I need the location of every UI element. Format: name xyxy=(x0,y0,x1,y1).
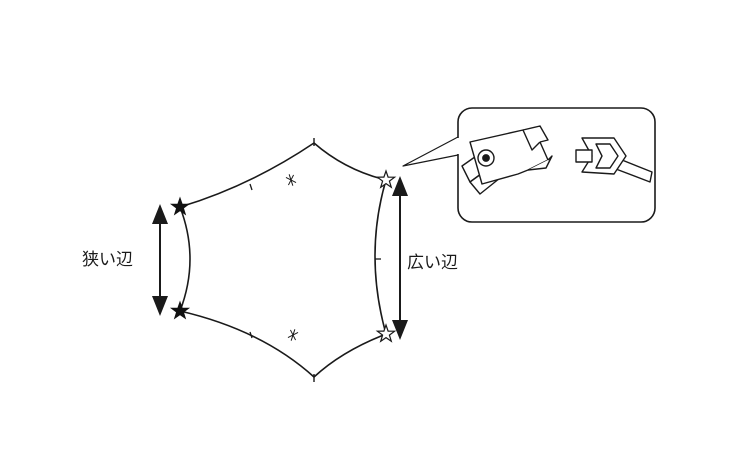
buckle-female-icon xyxy=(575,137,653,183)
edge-loop-mark xyxy=(249,331,253,339)
filled-star-icon xyxy=(169,196,191,216)
outline-star-icon xyxy=(375,323,397,343)
emblem-bottom-icon xyxy=(287,329,299,341)
callout-pointer xyxy=(402,136,459,167)
filled-star-icon xyxy=(169,300,191,320)
emblem-top-icon xyxy=(285,174,297,186)
buckle-male-icon xyxy=(461,125,553,195)
wide-side-label: 広い辺 xyxy=(407,253,458,273)
edge-loop-mark xyxy=(249,183,253,191)
narrow-side-label: 狭い辺 xyxy=(82,250,133,270)
tarp-outline xyxy=(179,142,387,378)
outline-star-icon xyxy=(375,169,397,189)
